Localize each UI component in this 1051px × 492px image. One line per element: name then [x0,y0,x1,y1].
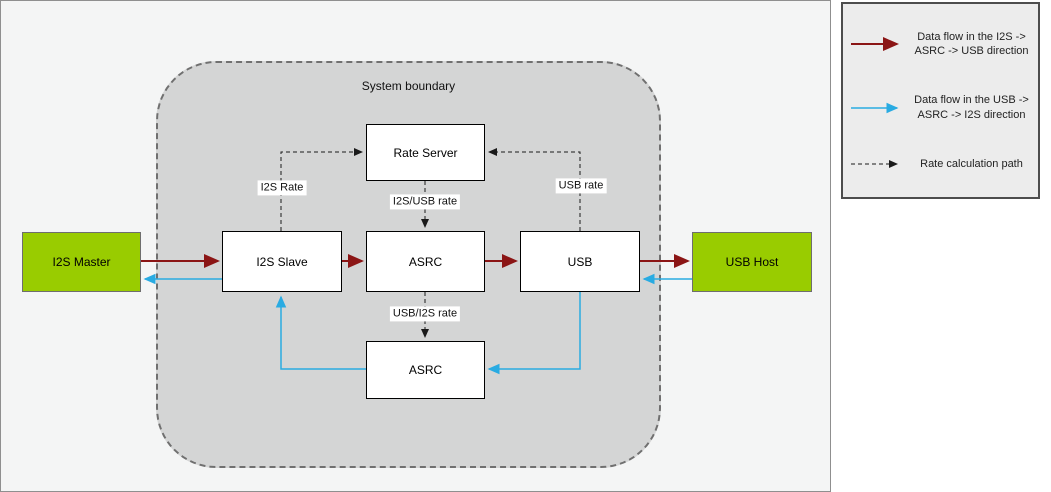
legend-item-forward-flow-label: Data flow in the I2S -> ASRC -> USB dire… [914,30,1029,57]
node-rate-server-label: Rate Server [393,145,458,160]
diagram-canvas: System boundary [0,0,831,492]
edge-label-usb-rate: USB rate [555,178,607,194]
rate-calculation-arrow-icon [851,160,898,169]
edge-label-i2s-rate: I2S Rate [257,180,307,196]
node-asrc-bottom-label: ASRC [408,363,443,377]
node-i2s-master-label: I2S Master [52,255,111,269]
legend: Data flow in the I2S -> ASRC -> USB dire… [841,2,1040,199]
legend-item-reverse-flow-label: Data flow in the USB -> ASRC -> I2S dire… [914,94,1029,121]
node-asrc-top: ASRC [366,231,485,292]
node-asrc-top-label: ASRC [408,254,443,269]
system-boundary-label: System boundary [361,79,456,93]
node-asrc-bottom: ASRC [366,341,485,399]
edge-label-usb-i2s-rate: USB/I2S rate [389,306,461,322]
legend-item-rate-calculation: Rate calculation path [849,157,1032,171]
node-i2s-slave-label: I2S Slave [256,254,308,269]
edge-label-i2s-usb-rate: I2S/USB rate [389,194,461,210]
node-usb-host-label: USB Host [725,255,779,269]
node-usb-label: USB [567,254,593,269]
legend-item-forward-flow: Data flow in the I2S -> ASRC -> USB dire… [849,30,1032,59]
legend-item-reverse-flow: Data flow in the USB -> ASRC -> I2S dire… [849,93,1032,122]
node-usb-host: USB Host [692,232,812,292]
node-rate-server: Rate Server [366,124,485,181]
node-i2s-slave: I2S Slave [222,231,342,292]
node-i2s-master: I2S Master [22,232,141,292]
legend-item-rate-calculation-label: Rate calculation path [920,158,1023,171]
reverse-flow-arrow-icon [851,102,899,113]
node-usb: USB [520,231,640,292]
forward-flow-arrow-icon [851,36,899,51]
